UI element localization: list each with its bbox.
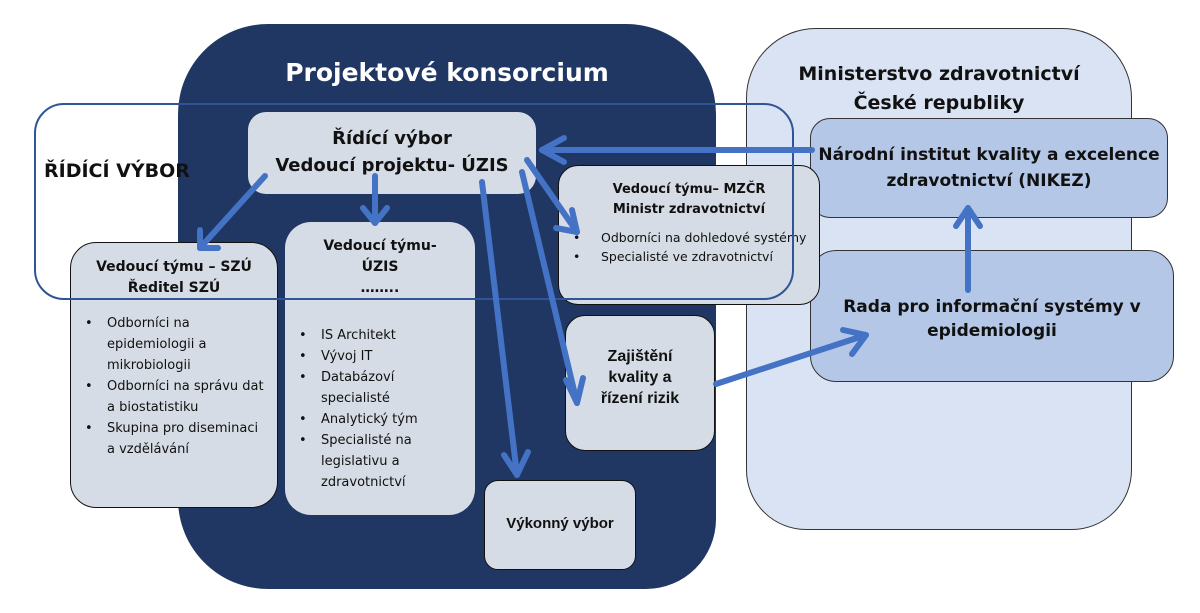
ministry-title-line2: České republiky xyxy=(853,92,1025,114)
ministry-title-line1: Ministerstvo zdravotnictví xyxy=(798,63,1080,85)
list-item: Specialisté ve zdravotnictví xyxy=(559,247,813,266)
list-item: Databázoví specialisté xyxy=(285,367,467,409)
szu-header: Vedoucí týmu – SZÚ Ředitel SZÚ xyxy=(71,243,277,299)
quality-line2: kvality a xyxy=(608,369,672,386)
arrow-steering-to-exec xyxy=(479,179,531,478)
list-item: Odborníci na epidemiologii a mikrobiolog… xyxy=(71,313,267,376)
exec-label: Výkonný výbor xyxy=(506,515,614,532)
mzcr-header: Vedoucí týmu– MZČR Ministr zdravotnictví xyxy=(559,166,819,220)
arrow-quality-to-rada xyxy=(713,327,869,387)
list-item: Analytický tým xyxy=(285,409,467,430)
mzcr-list: Odborníci na dohledové systémy Specialis… xyxy=(559,228,819,266)
arrow-steering-to-szu xyxy=(197,173,268,251)
uzis-list: IS Architekt Vývoj IT Databázoví special… xyxy=(285,325,475,493)
quality-line1: Zajištění xyxy=(607,348,673,365)
arrow-nikez-to-steering xyxy=(539,135,815,165)
szu-line1: Vedoucí týmu – SZÚ xyxy=(96,259,252,275)
uzis-line3: …….. xyxy=(360,280,400,296)
uzis-team-box: Vedoucí týmu- ÚZIS …….. IS Architekt Výv… xyxy=(285,222,475,515)
arrow-steering-to-mzcr xyxy=(524,157,580,235)
nikez-line1: Národní institut kvality a excelence xyxy=(818,145,1160,165)
quality-line3: řízení rizik xyxy=(600,390,680,407)
list-item: Vývoj IT xyxy=(285,346,467,367)
rada-line1: Rada pro informační systémy v xyxy=(843,297,1141,317)
nikez-box: Národní institut kvality a excelence zdr… xyxy=(810,118,1168,218)
uzis-header: Vedoucí týmu- ÚZIS …….. xyxy=(285,222,475,299)
uzis-line1: Vedoucí týmu- xyxy=(323,238,437,254)
szu-team-box: Vedoucí týmu – SZÚ Ředitel SZÚ Odborníci… xyxy=(70,242,278,508)
nikez-line2: zdravotnictví (NIKEZ) xyxy=(886,171,1092,191)
arrow-steering-to-quality xyxy=(519,169,586,406)
szu-line2: Ředitel SZÚ xyxy=(127,280,221,296)
mzcr-line1: Vedoucí týmu– MZČR xyxy=(612,182,766,197)
steering-committee-box: Řídící výbor Vedoucí projektu- ÚZIS xyxy=(248,112,536,194)
list-item: Skupina pro diseminaci a vzdělávání xyxy=(71,418,267,460)
szu-list: Odborníci na epidemiologii a mikrobiolog… xyxy=(71,313,277,460)
steering-line2: Vedoucí projektu- ÚZIS xyxy=(275,155,509,176)
executive-committee-box: Výkonný výbor xyxy=(484,480,636,570)
steering-committee-label: ŘÍDÍCÍ VÝBOR xyxy=(44,160,190,182)
ministry-title: Ministerstvo zdravotnictví České republi… xyxy=(746,60,1132,118)
mzcr-line2: Ministr zdravotnictví xyxy=(612,202,766,217)
list-item: Odborníci na dohledové systémy xyxy=(559,228,813,247)
list-item: Specialisté na legislativu a zdravotnict… xyxy=(285,430,467,493)
uzis-line2: ÚZIS xyxy=(361,259,399,275)
steering-committee-frame xyxy=(34,103,794,300)
rada-line2: epidemiologii xyxy=(927,321,1057,341)
steering-line1: Řídící výbor xyxy=(332,128,452,149)
consortium-title: Projektové konsorcium xyxy=(285,58,609,87)
arrow-rada-to-nikez xyxy=(953,205,983,293)
list-item: IS Architekt xyxy=(285,325,467,346)
rada-box: Rada pro informační systémy v epidemiolo… xyxy=(810,250,1174,382)
arrow-steering-to-uzis xyxy=(360,173,390,226)
quality-risk-box: Zajištění kvality a řízení rizik xyxy=(565,315,715,451)
list-item: Odborníci na správu dat a biostatistiku xyxy=(71,376,267,418)
